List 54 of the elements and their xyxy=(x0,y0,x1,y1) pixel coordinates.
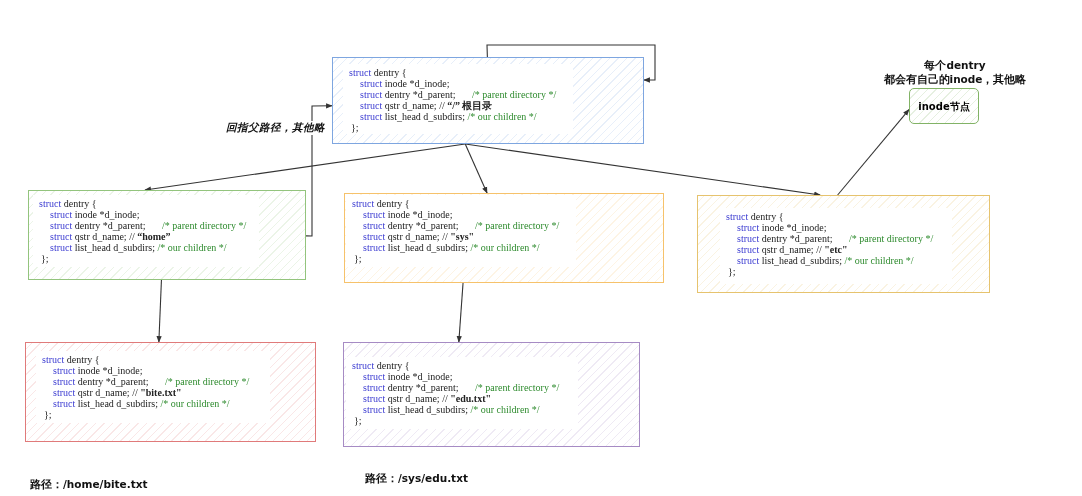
code-line: struct dentry { xyxy=(352,360,411,371)
code-line: struct dentry *d_parent; /* parent directory */ xyxy=(362,220,561,231)
code-line: struct qstr d_name; // “home” xyxy=(49,231,172,242)
code-line: struct qstr d_name; // “/” 根目录 xyxy=(359,100,493,111)
code-line: struct qstr d_name; // "etc" xyxy=(736,244,849,255)
code-line: struct list_head d_subdirs; /* our children */ xyxy=(359,111,538,122)
code-line: struct dentry *d_parent; /* parent directory */ xyxy=(359,89,558,100)
code-line: struct qstr d_name; // "bite.txt" xyxy=(52,387,183,398)
edge-label: 回指父路径，其他略 xyxy=(226,121,325,135)
code-line: struct dentry { xyxy=(39,198,98,209)
code-box xyxy=(28,190,306,280)
code-box xyxy=(332,57,644,144)
node-label: inode节点 xyxy=(917,100,971,114)
note-text: 每个dentry 都会有自己的inode，其他略 xyxy=(882,58,1028,86)
code-line: struct inode *d_inode; xyxy=(362,209,454,220)
arrow xyxy=(456,282,464,343)
code-line: struct inode *d_inode; xyxy=(736,222,828,233)
code-line: struct qstr d_name; // "sys" xyxy=(362,231,476,242)
code-line: struct inode *d_inode; xyxy=(359,78,451,89)
code-line: struct inode *d_inode; xyxy=(362,371,454,382)
code-line: struct dentry *d_parent; /* parent directory */ xyxy=(736,233,935,244)
code-line: }; xyxy=(350,122,360,133)
arrow xyxy=(837,109,910,196)
code-line: struct inode *d_inode; xyxy=(52,365,144,376)
code-box xyxy=(343,342,640,447)
arrow xyxy=(486,44,656,83)
code-line: struct qstr d_name; // "edu.txt" xyxy=(362,393,493,404)
code-line: }; xyxy=(353,415,363,426)
code-line: struct list_head d_subdirs; /* our children */ xyxy=(362,242,541,253)
arrow xyxy=(156,279,162,343)
code-line: struct dentry { xyxy=(726,211,785,222)
code-line: struct dentry *d_parent; /* parent directory */ xyxy=(49,220,248,231)
inode-box xyxy=(909,88,979,124)
code-line: struct list_head d_subdirs; /* our children */ xyxy=(362,404,541,415)
code-box xyxy=(25,342,316,442)
arrow xyxy=(464,143,488,194)
code-line: struct dentry { xyxy=(42,354,101,365)
code-line: struct list_head d_subdirs; /* our children */ xyxy=(52,398,231,409)
path-caption: 路径：/sys/edu.txt xyxy=(365,472,468,486)
code-line: struct dentry { xyxy=(349,67,408,78)
arrow xyxy=(305,103,333,237)
code-line: struct list_head d_subdirs; /* our children */ xyxy=(736,255,915,266)
code-line: }; xyxy=(353,253,363,264)
code-line: }; xyxy=(40,253,50,264)
code-line: }; xyxy=(727,266,737,277)
path-caption: 路径：/home/bite.txt xyxy=(30,478,148,492)
code-box xyxy=(344,193,664,283)
code-box xyxy=(697,195,990,293)
code-line: struct dentry *d_parent; /* parent directory */ xyxy=(52,376,251,387)
code-line: struct inode *d_inode; xyxy=(49,209,141,220)
code-line: struct list_head d_subdirs; /* our children */ xyxy=(49,242,228,253)
code-line: struct dentry { xyxy=(352,198,411,209)
code-line: struct dentry *d_parent; /* parent directory */ xyxy=(362,382,561,393)
code-line: }; xyxy=(43,409,53,420)
